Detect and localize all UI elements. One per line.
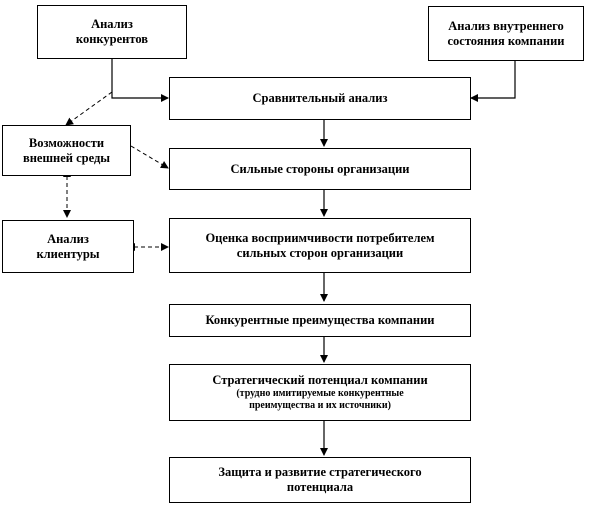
strengths-line-1: Сильные стороны организации <box>230 161 410 176</box>
internal-analysis-line-1: Анализ внутреннего <box>448 18 564 33</box>
internal-analysis-line-2: состояния компании <box>447 33 565 48</box>
strategic-potential-sub-line-2: преимущества и их источники) <box>249 400 391 411</box>
perception-assessment-line-1: Оценка восприимчивости потребителем <box>205 230 435 245</box>
protection-development-box: Защита и развитие стратегического потенц… <box>169 457 471 503</box>
internal-analysis-box: Анализ внутреннего состояния компании <box>428 6 584 61</box>
market-analysis-line-1: Анализ <box>47 231 89 246</box>
external-opportunities-line-2: внешней среды <box>22 150 111 165</box>
competitive-advantages-line-1: Конкурентные преимущества компании <box>205 313 435 327</box>
external-opportunities-box: Возможности внешней среды <box>2 125 131 176</box>
strategic-potential-box: Стратегический потенциал компании (трудн… <box>169 364 471 421</box>
perception-assessment-box: Оценка восприимчивости потребителем силь… <box>169 218 471 273</box>
external-opportunities-line-1: Возможности <box>28 135 105 150</box>
protection-development-line-2: потенциала <box>286 480 354 494</box>
comparative-analysis-line-1: Сравнительный анализ <box>252 91 388 105</box>
arrow-competitors-to-opportunities <box>65 91 113 126</box>
arrow-opportunities-to-strengths <box>130 145 169 169</box>
strengths-box: Сильные стороны организации <box>169 148 471 190</box>
perception-assessment-line-2: сильных сторон организации <box>236 245 404 260</box>
arrow-competitors-to-comparative <box>111 59 169 102</box>
strategic-potential-sub-line-1: (трудно имитируемые конкурентные <box>236 388 404 399</box>
market-analysis-line-2: клиентуры <box>36 246 100 261</box>
protection-development-line-1: Защита и развитие стратегического <box>218 465 422 479</box>
competitor-analysis-line-1: Анализ <box>91 17 133 31</box>
market-analysis-box: Анализ клиентуры <box>2 220 134 273</box>
competitive-advantages-box: Конкурентные преимущества компании <box>169 304 471 337</box>
strategic-potential-line-1: Стратегический потенциал компании <box>212 373 428 387</box>
competitor-analysis-line-2: конкурентов <box>75 32 149 46</box>
arrow-internal-to-comparative <box>470 61 516 102</box>
competitor-analysis-box: Анализ конкурентов <box>37 5 187 59</box>
comparative-analysis-box: Сравнительный анализ <box>169 77 471 120</box>
